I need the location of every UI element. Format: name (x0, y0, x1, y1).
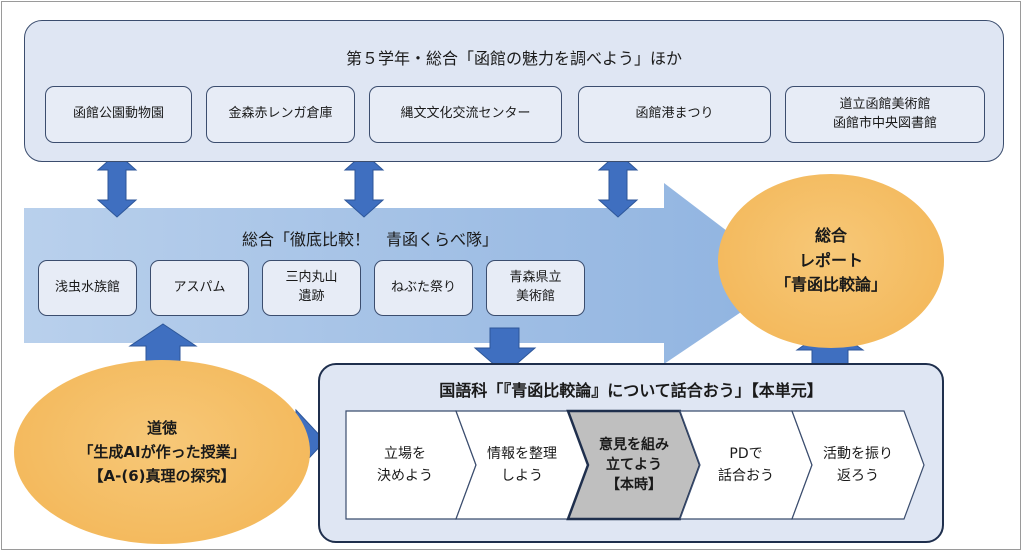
top-item-zoo: 函館公園動物園 (45, 86, 192, 143)
mid-item-sannai-maruyama: 三内丸山 遺跡 (262, 260, 361, 316)
top-item-jomon-center: 縄文文化交流センター (369, 86, 562, 143)
mid-item-aomori-museum: 青森県立 美術館 (486, 260, 585, 316)
japanese-panel-title: 国語科「『青函比較論』について話合おう」【本単元】 (439, 381, 823, 400)
top-panel-title: 第５学年・総合「函館の魅力を調べよう」ほか (345, 49, 682, 68)
moral-ellipse: 道徳 「生成AIが作った授業」 【A-(6)真理の探究】 (14, 360, 310, 544)
step-label-4: PDで 話合おう (718, 445, 774, 484)
step-label-1: 立場を 決めよう (377, 445, 433, 484)
double-arrow-2 (343, 152, 385, 218)
double-arrow-1 (96, 152, 138, 218)
mid-item-nebuta: ねぶた祭り (374, 260, 473, 316)
middle-panel-title: 総合「徹底比較！ 青函くらべ隊」 (241, 230, 498, 249)
step-chevron-5 (791, 410, 925, 520)
step-label-3-current: 意見を組み 立てよう 【本時】 (599, 436, 669, 494)
step-label-5: 活動を振り 返ろう (823, 445, 893, 484)
mid-item-aspam: アスパム (150, 260, 249, 316)
report-ellipse: 総合 レポート 「青函比較論」 (718, 174, 944, 348)
top-item-port-festival: 函館港まつり (578, 86, 771, 143)
down-arrow-japanese (473, 327, 537, 375)
top-item-museum-library: 道立函館美術館 函館市中央図書館 (785, 86, 985, 143)
mid-item-aquarium: 浅虫水族館 (38, 260, 137, 316)
double-arrow-3 (597, 152, 639, 218)
top-item-warehouse: 金森赤レンガ倉庫 (206, 86, 355, 143)
step-label-2: 情報を整理 しよう (487, 445, 557, 484)
